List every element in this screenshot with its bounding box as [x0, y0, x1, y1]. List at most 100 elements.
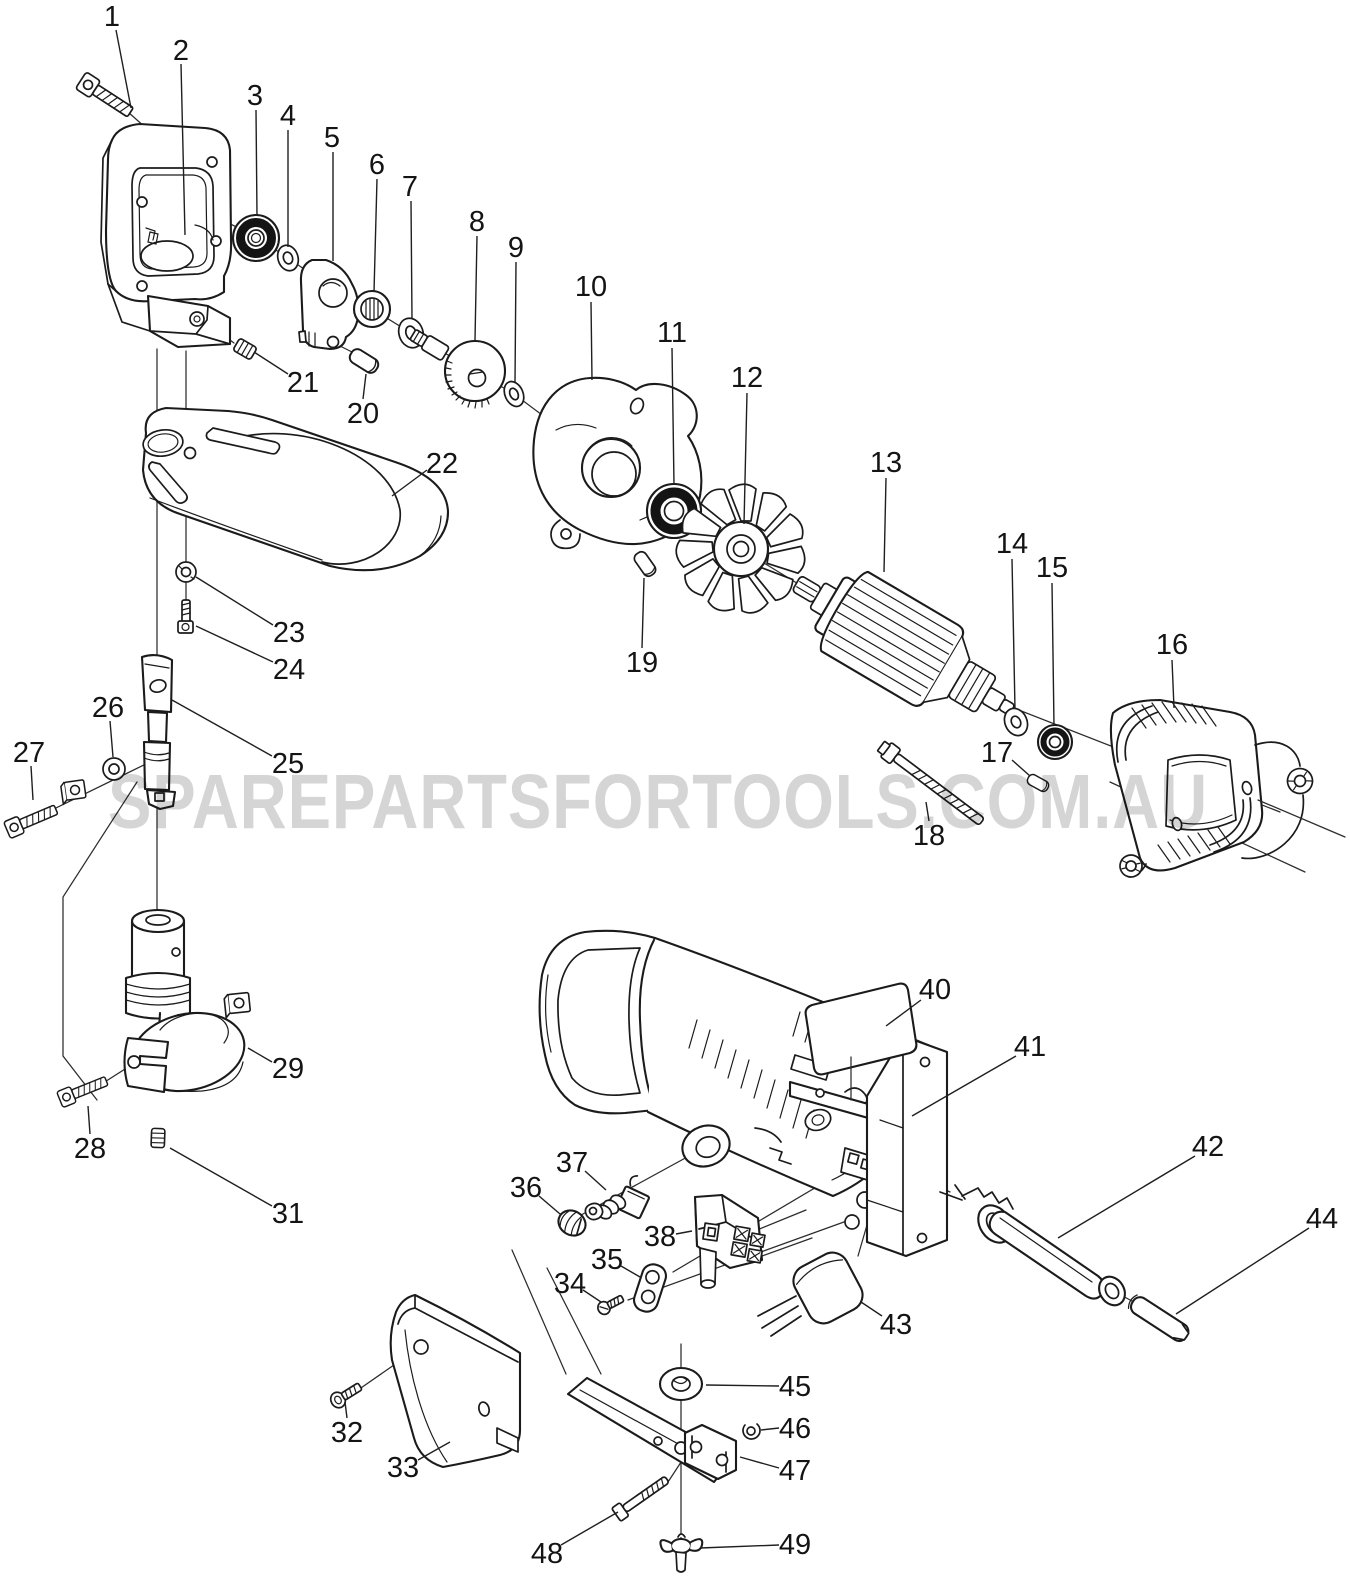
part-15-ball-bearing: [1036, 723, 1074, 761]
callout-label-41: 41: [1014, 1031, 1046, 1063]
part-49-wing-bolt: [659, 1533, 704, 1573]
callout-label-44: 44: [1306, 1203, 1338, 1235]
callout-leader-1: [115, 29, 132, 109]
callout-leader-37: [584, 1170, 607, 1191]
part-31-set-screw: [150, 1127, 166, 1149]
callout-label-3: 3: [247, 80, 263, 112]
part-44-cord: [1127, 1294, 1190, 1343]
part-47-blade-clamp: [683, 1423, 738, 1481]
axis-overlines: [1257, 799, 1346, 838]
callout-label-45: 45: [779, 1371, 811, 1403]
part-1-housing-bolt: [74, 70, 137, 122]
callout-label-38: 38: [644, 1221, 676, 1253]
part-41-rear-cover: [865, 1034, 949, 1258]
part-25-connecting-rod: [140, 654, 177, 811]
part-42-cord-guard: [939, 1184, 1126, 1307]
callout-leader-16: [1171, 659, 1175, 709]
part-14-washer: [1003, 707, 1029, 737]
callout-label-29: 29: [272, 1053, 304, 1085]
callout-leader-40: [885, 999, 922, 1027]
callout-label-6: 6: [369, 149, 385, 181]
part-21-set-screw: [231, 337, 259, 361]
callout-label-11: 11: [657, 317, 687, 349]
callout-leader-44: [1175, 1227, 1310, 1315]
callout-label-23: 23: [273, 617, 305, 649]
callout-leader-19: [641, 577, 645, 649]
callout-leader-3: [255, 109, 258, 217]
callout-label-33: 33: [387, 1452, 419, 1484]
callout-leader-43: [860, 1301, 883, 1317]
callout-leader-21: [253, 351, 289, 375]
part-35-brush-holder-plate: [632, 1263, 668, 1313]
callout-label-17: 17: [981, 737, 1013, 769]
callout-leader-20: [362, 373, 367, 400]
callout-label-32: 32: [331, 1417, 363, 1449]
callout-leader-8: [474, 235, 478, 341]
callout-label-9: 9: [508, 232, 524, 264]
callout-label-31: 31: [272, 1198, 304, 1230]
part-46-e-ring: [742, 1423, 761, 1440]
part-29-cutter-holder: [123, 908, 246, 1094]
part-2-gear-housing: [100, 122, 233, 349]
callout-leader-2: [180, 63, 186, 236]
part-24-screw: [177, 599, 194, 634]
callout-label-48: 48: [531, 1538, 563, 1570]
part-8-spiral-bevel-gear: [409, 329, 507, 409]
callout-leader-12: [743, 392, 748, 525]
part-37-carbon-brush: [584, 1174, 650, 1221]
callout-label-24: 24: [273, 654, 305, 686]
callout-label-13: 13: [870, 447, 902, 479]
callout-label-4: 4: [280, 100, 296, 132]
part-32-screw: [329, 1382, 363, 1409]
callout-leader-27: [30, 765, 34, 801]
callout-leader-38: [675, 1230, 693, 1235]
callout-label-5: 5: [324, 122, 340, 154]
callout-label-25: 25: [272, 748, 304, 780]
callout-leader-42: [1057, 1155, 1196, 1239]
callout-label-19: 19: [626, 647, 658, 679]
callout-label-46: 46: [779, 1413, 811, 1445]
callout-label-40: 40: [919, 974, 951, 1006]
callout-leader-23: [195, 576, 274, 626]
callout-leader-47: [739, 1456, 780, 1469]
part-20-pin: [346, 345, 382, 377]
callout-label-21: 21: [287, 367, 319, 399]
callout-label-12: 12: [731, 362, 763, 394]
callout-leader-25: [171, 699, 273, 757]
part-23-washer: [175, 561, 197, 583]
motor-housing: [538, 929, 933, 1198]
part-6-needle-sleeve: [352, 289, 392, 329]
callout-leader-18: [925, 801, 930, 822]
square-nut-27: [59, 778, 88, 806]
callout-label-27: 27: [13, 737, 45, 769]
callout-label-42: 42: [1192, 1131, 1224, 1163]
part-34-screw: [597, 1294, 625, 1316]
callout-leader-41: [911, 1055, 1017, 1117]
part-16-field-coil: [1109, 698, 1314, 878]
callout-label-7: 7: [402, 171, 418, 203]
part-33-cover: [389, 1293, 522, 1469]
part-27-bolt: [2, 800, 61, 840]
callout-label-34: 34: [554, 1268, 586, 1300]
callout-label-14: 14: [996, 528, 1028, 560]
callout-leader-48: [560, 1511, 619, 1546]
callout-leader-22: [391, 469, 428, 497]
callout-leader-26: [109, 720, 114, 758]
part-3-ball-bearing: [231, 213, 281, 263]
part-43-capacitor: [757, 1251, 864, 1337]
callout-leader-32: [344, 1401, 348, 1419]
callout-label-10: 10: [575, 271, 607, 303]
callout-leader-14: [1011, 558, 1016, 710]
callout-label-16: 16: [1156, 629, 1188, 661]
callout-leader-34: [582, 1289, 602, 1303]
callout-leader-6: [373, 178, 378, 293]
part-4-flat-washer: [276, 244, 300, 272]
part-9-washer: [503, 380, 525, 408]
callout-label-20: 20: [347, 398, 379, 430]
callout-leader-35: [620, 1265, 641, 1278]
callout-leader-13: [883, 477, 887, 573]
callout-leader-10: [590, 301, 593, 381]
callout-label-28: 28: [74, 1133, 106, 1165]
